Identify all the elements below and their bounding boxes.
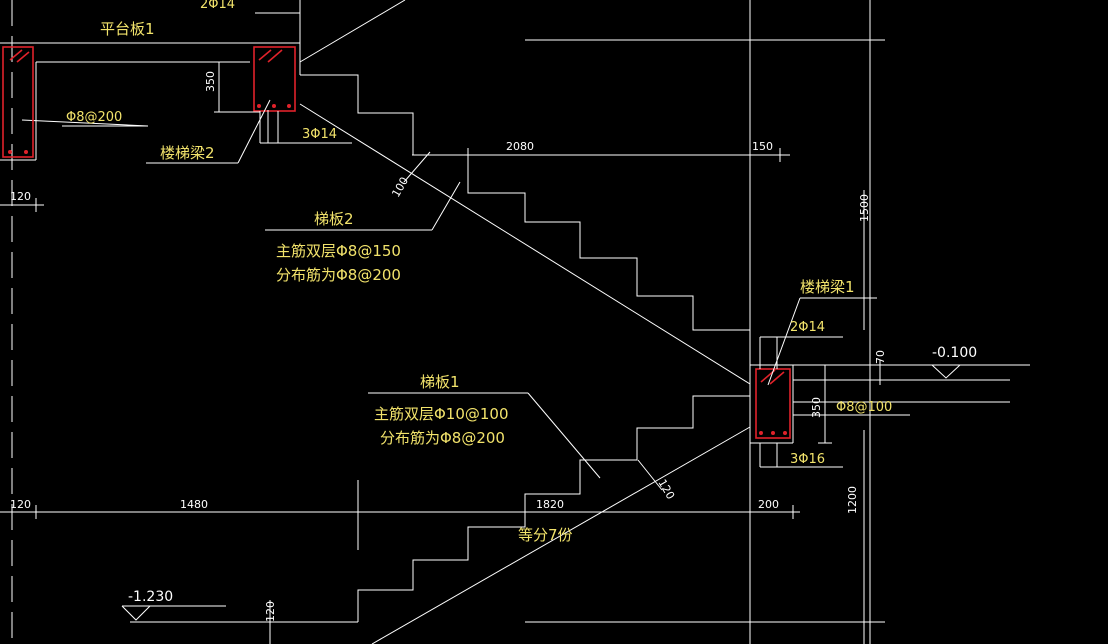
dim-rise-upper: 1500	[858, 194, 871, 222]
slab2-dist-rebar: 分布筋为Φ8@200	[276, 266, 401, 284]
beam2-bottom-rebar-label: 3Φ14	[302, 127, 337, 142]
stair-slab-2-label: 梯板2	[314, 210, 354, 228]
elevation-mid-text: -0.100	[932, 345, 977, 361]
upper-dimensions	[0, 39, 885, 212]
stair-beam-1-label: 楼梯梁1	[800, 278, 855, 296]
dim-landing-lower: 1480	[180, 498, 208, 511]
beam1-top-rebar-label: 2Φ14	[790, 320, 825, 335]
slab-rebar-label: Φ8@200	[66, 110, 122, 125]
dim-step-bottom: 120	[264, 601, 277, 622]
beam1-bottom-rebar-label: 3Φ16	[790, 452, 825, 467]
stair-slab-1-label: 梯板1	[420, 373, 460, 391]
dim-wall-top: 120	[10, 190, 31, 203]
axis-lines	[11, 0, 871, 644]
beam2-top-rebar-label: 2Φ14	[200, 0, 235, 12]
lower-flight	[130, 392, 751, 644]
equal-division-label: 等分7份	[518, 526, 573, 544]
elevation-bottom-text: -1.230	[128, 589, 173, 605]
beam1-stirrup-label: Φ8@100	[836, 400, 892, 415]
dim-run-upper: 2080	[506, 140, 534, 153]
slab1-main-rebar: 主筋双层Φ10@100	[374, 405, 509, 423]
elevation-mark-mid	[930, 364, 1030, 379]
platform-slab-1	[0, 42, 300, 161]
dim-slab1-thickness: 120	[655, 477, 677, 502]
dim-run-lower: 1820	[536, 498, 564, 511]
upper-flight	[265, 0, 751, 385]
dim-slab2-thickness: 100	[389, 175, 411, 200]
left-beam-section	[2, 46, 34, 158]
dim-beam1-cover: 70	[874, 350, 887, 364]
dim-beam1-width: 200	[758, 498, 779, 511]
stair-beam-2	[36, 0, 352, 164]
dim-beam2-height: 350	[204, 71, 217, 92]
dim-gap-upper: 150	[752, 140, 773, 153]
lower-dimensions	[0, 190, 885, 644]
dim-wall-bottom: 120	[10, 498, 31, 511]
stair-beam-2-label: 楼梯梁2	[160, 144, 215, 162]
slab1-dist-rebar: 分布筋为Φ8@200	[380, 429, 505, 447]
slab2-main-rebar: 主筋双层Φ8@150	[276, 242, 401, 260]
dim-rise-lower: 1200	[846, 486, 859, 514]
dim-beam1-height: 350	[810, 397, 823, 418]
elevation-mark-bottom	[121, 605, 226, 621]
platform-slab-label: 平台板1	[100, 20, 155, 38]
